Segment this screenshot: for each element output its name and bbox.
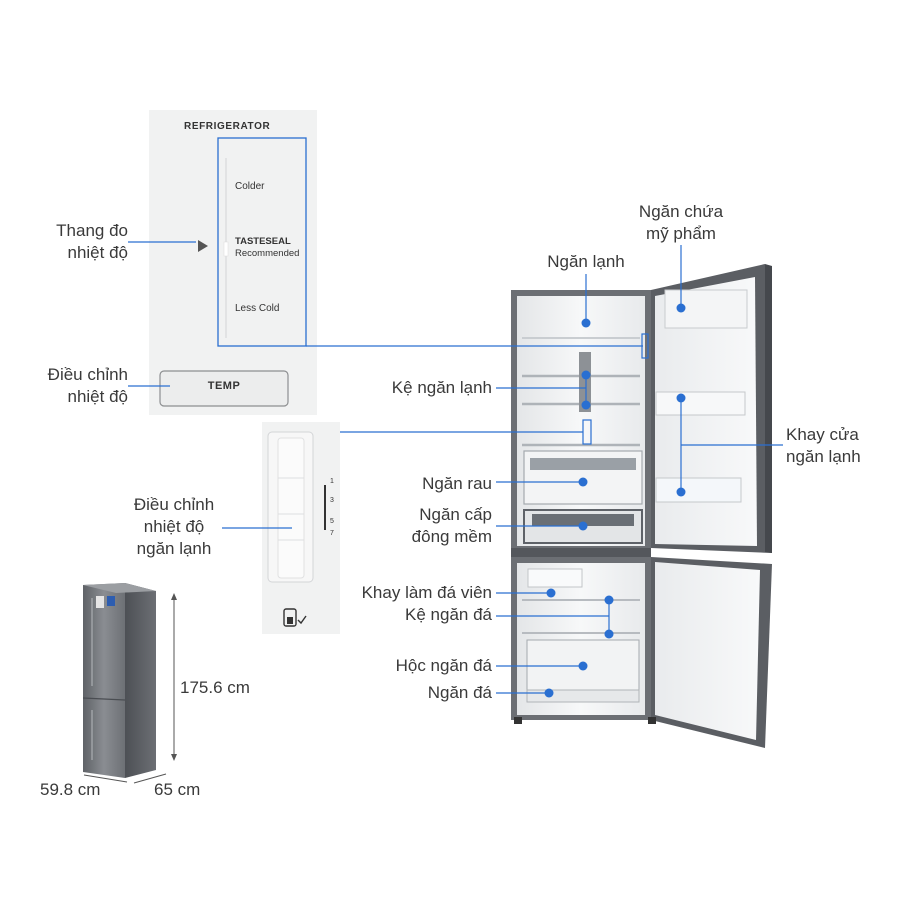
dial-scale-7: 7: [330, 530, 334, 537]
fridge-main: [511, 264, 772, 748]
callout-temp-scale: Thang đo nhiệt độ: [56, 221, 128, 262]
dot-freezer: [544, 688, 554, 698]
dot-ice-tray: [546, 588, 556, 598]
dot-cosmetic: [676, 303, 686, 313]
callout-fridge-compartment: Ngăn lạnh: [547, 252, 625, 271]
dimension-height: 175.6 cm: [180, 678, 250, 697]
dial-scale-5: 5: [330, 518, 334, 525]
callout-temp-adjust: Điều chỉnh nhiệt độ: [47, 365, 128, 406]
callout-dots: [544, 303, 686, 698]
tasteseal-label: TASTESEAL: [235, 236, 291, 247]
callout-soft-freeze: Ngăn cấp đông mềm: [411, 505, 492, 546]
bottle-check-icon: [283, 608, 307, 627]
tasteseal-recommended-label: Recommended: [235, 248, 300, 259]
callout-lines: [128, 241, 783, 694]
callout-fridge-shelf: Kệ ngăn lạnh: [391, 378, 492, 397]
dot-freezer-shelf-1: [604, 595, 614, 605]
colder-label: Colder: [235, 181, 265, 192]
dot-freezer-drawer: [578, 661, 588, 671]
callout-freezer: Ngăn đá: [427, 683, 492, 702]
dimension-width: 59.8 cm: [40, 780, 101, 799]
callout-vegetable-drawer: Ngăn rau: [422, 474, 492, 493]
callout-door-tray: Khay cửa ngăn lạnh: [786, 425, 861, 466]
callout-cosmetic-compartment: Ngăn chứa mỹ phẩm: [638, 202, 724, 243]
callout-ice-tray: Khay làm đá viên: [361, 583, 492, 602]
dot-door-tray-2: [676, 487, 686, 497]
dial-scale-3: 3: [330, 497, 334, 504]
dot-shelf-2: [581, 400, 591, 410]
callout-freezer-drawer: Hộc ngăn đá: [395, 656, 492, 675]
dial-scale-1: 1: [330, 478, 334, 485]
dot-fridge: [581, 318, 591, 328]
less-cold-label: Less Cold: [235, 303, 280, 314]
dot-freezer-shelf-2: [604, 629, 614, 639]
callout-freezer-shelf: Kệ ngăn đá: [405, 605, 492, 624]
callout-fridge-temp-adjust: Điều chỉnh nhiệt độ ngăn lạnh: [133, 495, 215, 558]
dimension-depth: 65 cm: [154, 780, 201, 799]
dot-shelf-1: [581, 370, 591, 380]
control-panel: [149, 110, 317, 415]
temp-button[interactable]: TEMP: [207, 380, 241, 392]
panel-title: REFRIGERATOR: [184, 121, 271, 132]
fridge-thumbnail: [82, 583, 177, 784]
dot-vegetable: [578, 477, 588, 487]
dot-door-tray-1: [676, 393, 686, 403]
dot-soft-freeze: [578, 521, 588, 531]
